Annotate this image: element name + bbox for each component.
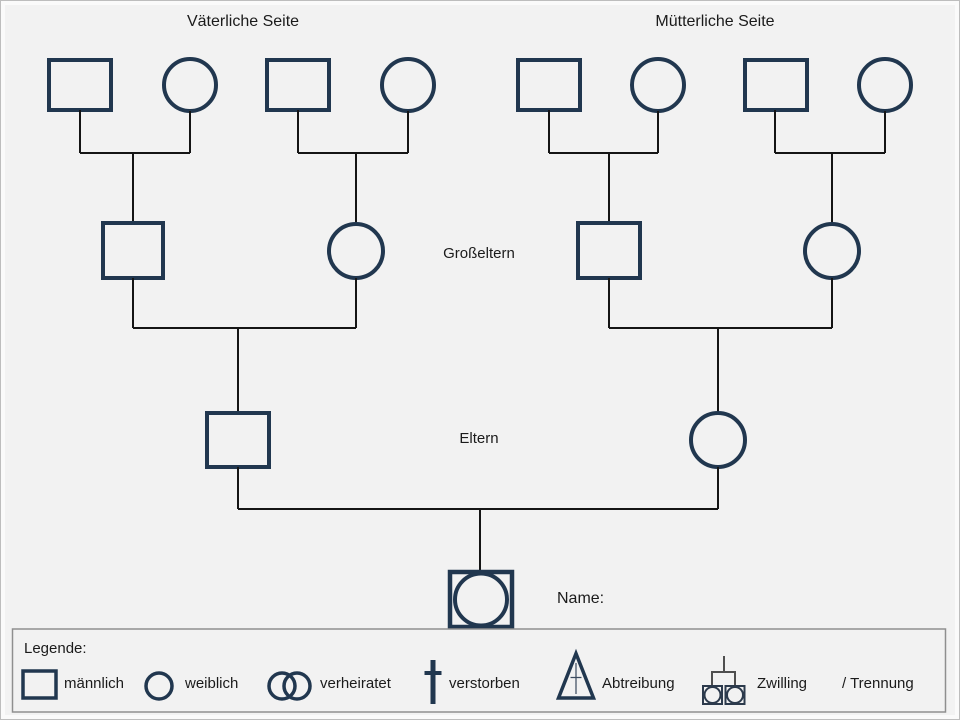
male-square-icon bbox=[21, 669, 58, 700]
descent-line bbox=[132, 278, 357, 413]
legend-label-weiblich: weiblich bbox=[185, 675, 239, 692]
descent-line bbox=[548, 110, 659, 223]
mother-circle bbox=[689, 411, 747, 469]
legend-title: Legende: bbox=[24, 640, 87, 657]
title-maternal-side: Mütterliche Seite bbox=[655, 13, 775, 30]
label-grandparents: Großeltern bbox=[443, 245, 515, 262]
deceased-cross-icon bbox=[424, 660, 442, 704]
male-square bbox=[516, 58, 582, 112]
female-circle bbox=[630, 57, 686, 113]
legend-label-verstorben: verstorben bbox=[449, 675, 520, 692]
legend-label-maennlich: männlich bbox=[64, 675, 125, 692]
label-name: Name: bbox=[557, 590, 605, 607]
maternal-grandfather-square bbox=[576, 221, 642, 280]
maternal-greatgrandparents bbox=[516, 57, 913, 113]
maternal-grandmother-circle bbox=[803, 222, 861, 280]
female-circle-icon bbox=[144, 671, 174, 701]
child-square bbox=[447, 569, 515, 630]
legend-label-trennung: / Trennung bbox=[842, 675, 914, 692]
male-square bbox=[743, 58, 809, 112]
descent-line bbox=[774, 110, 886, 224]
female-circle bbox=[162, 57, 218, 113]
abortion-triangle-icon bbox=[555, 648, 597, 700]
descent-line bbox=[79, 110, 191, 223]
child-circle bbox=[453, 571, 509, 628]
female-circle bbox=[380, 57, 436, 113]
child-symbol bbox=[447, 569, 515, 630]
twin-icon bbox=[702, 656, 746, 705]
male-square bbox=[47, 58, 113, 112]
legend bbox=[11, 628, 947, 713]
paternal-greatgrandparents bbox=[47, 57, 436, 113]
legend-label-zwilling: Zwilling bbox=[757, 675, 808, 692]
legend-label-verheiratet: verheiratet bbox=[320, 675, 391, 692]
paternal-grandmother-circle bbox=[327, 222, 385, 280]
label-parents: Eltern bbox=[459, 430, 499, 447]
male-square bbox=[265, 58, 331, 112]
title-paternal-side: Väterliche Seite bbox=[186, 13, 300, 30]
descent-line bbox=[297, 110, 409, 224]
female-circle bbox=[857, 57, 913, 113]
married-rings-icon bbox=[267, 671, 312, 701]
descent-line bbox=[608, 278, 833, 413]
legend-box bbox=[11, 628, 947, 713]
legend-label-abtreibung: Abtreibung bbox=[602, 675, 675, 692]
descent-line bbox=[237, 467, 719, 572]
paternal-grandfather-square bbox=[101, 221, 165, 280]
father-square bbox=[205, 411, 271, 469]
